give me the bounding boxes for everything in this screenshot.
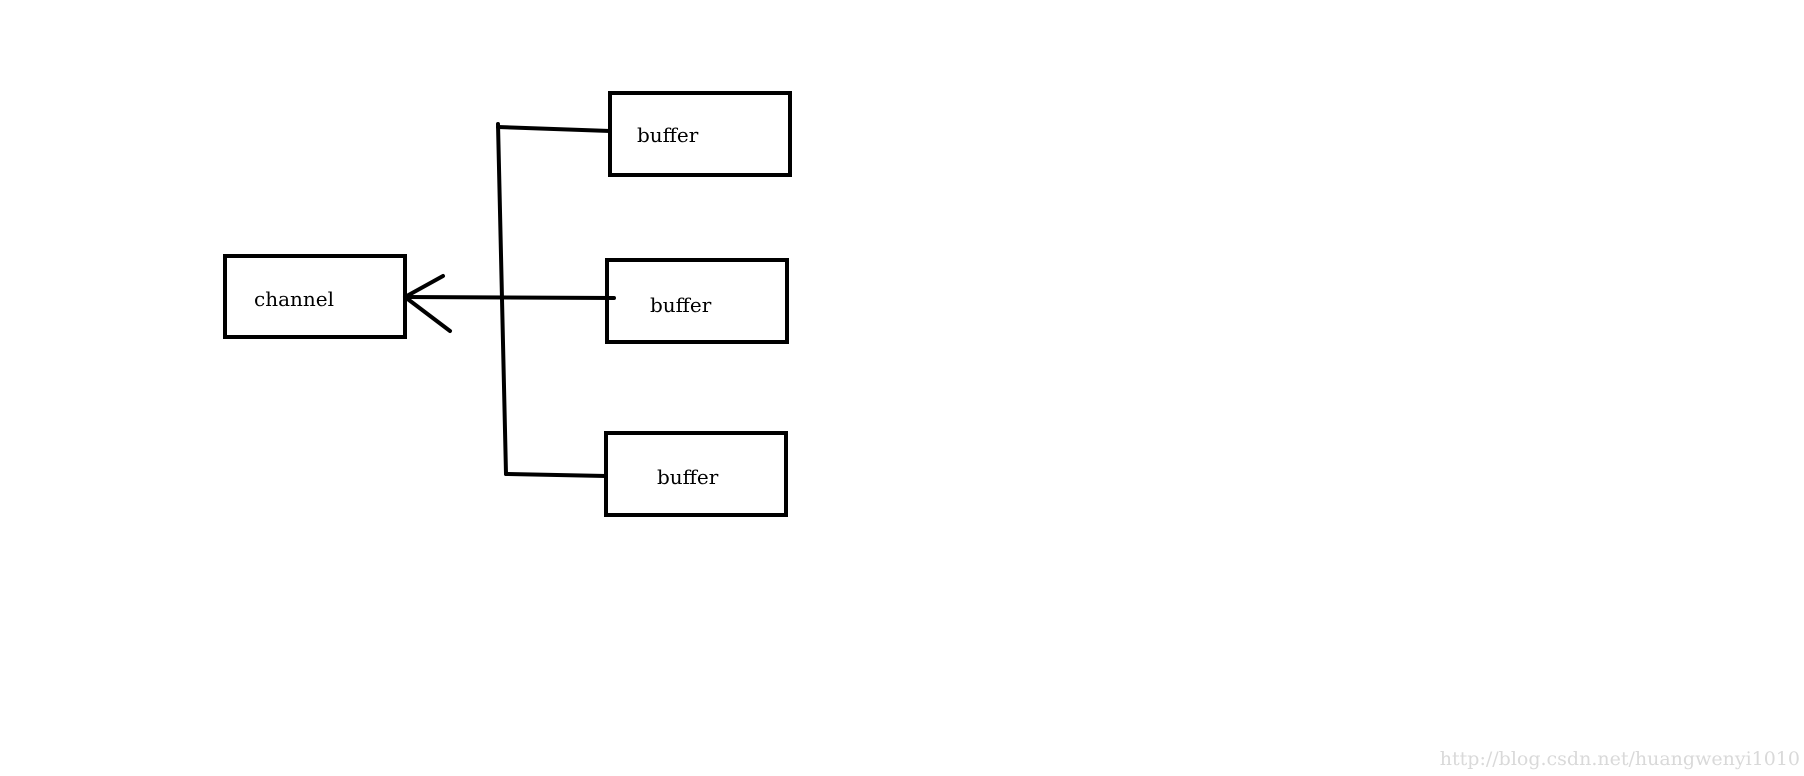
channel-label: channel [254,287,334,311]
watermark-text: http://blog.csdn.net/huangwenyi1010 [1440,748,1800,770]
buffer-bottom-label: buffer [657,465,719,489]
buffer-node-bottom: buffer [604,431,788,517]
buffer-node-top: buffer [608,91,792,177]
buffer-bottom-box [604,431,788,517]
buffer-middle-label: buffer [650,293,712,317]
channel-node: channel [223,254,407,339]
edge-bottom-buffer-to-trunk [504,472,608,478]
buffer-node-middle: buffer [605,258,789,344]
buffer-middle-box [605,258,789,344]
channel-box [223,254,407,339]
buffer-top-label: buffer [637,123,699,147]
arrowhead-icon [403,274,452,333]
buffer-top-box [608,91,792,177]
edge-top-buffer-to-trunk [496,125,612,133]
connector-lines [403,122,616,478]
edge-middle-buffer-to-channel [403,295,616,300]
